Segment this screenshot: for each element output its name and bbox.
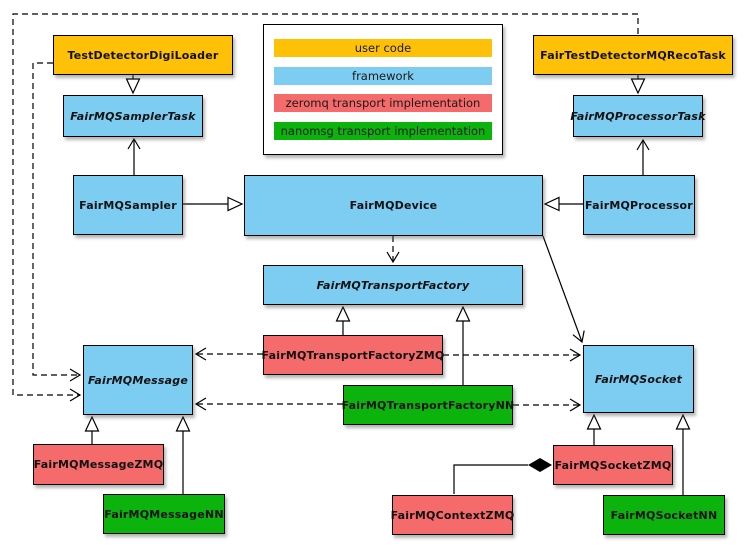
- node-fairmqsocketnn: FairMQSocketNN: [603, 495, 725, 535]
- edge-recotask-message: [12, 13, 639, 402]
- legend-item-user-code: user code: [274, 38, 492, 57]
- node-fairmqdevice: FairMQDevice: [244, 175, 543, 236]
- node-fairmqmessage: FairMQMessage: [83, 345, 193, 415]
- node-fairmqmessagenn: FairMQMessageNN: [103, 494, 225, 534]
- node-fairmqsampler: FairMQSampler: [73, 175, 183, 235]
- node-fairmqmessagezmq: FairMQMessageZMQ: [33, 444, 164, 485]
- node-fairmqtransportfactoryzmq: FairMQTransportFactoryZMQ: [262, 335, 444, 375]
- edge-contextzmq-socketzmq: [453, 464, 528, 494]
- node-fairmqcontextzmq: FairMQContextZMQ: [391, 495, 514, 535]
- node-fairmqprocessortask: FairMQProcessorTask: [570, 95, 705, 137]
- node-fairmqprocessor: FairMQProcessor: [583, 175, 695, 235]
- legend: user code framework zeromq transport imp…: [263, 24, 503, 155]
- node-fairtestdetectormqrecotask: FairTestDetectorMQRecoTask: [533, 35, 733, 75]
- legend-item-nanomsg: nanomsg transport implementation: [274, 122, 492, 141]
- edge-digiloader-message: [32, 62, 82, 382]
- node-fairmqsocketzmq: FairMQSocketZMQ: [553, 445, 673, 485]
- composition-diamond-icon: [528, 458, 552, 472]
- node-testdetectordigiloader: TestDetectorDigiLoader: [53, 35, 233, 75]
- legend-item-framework: framework: [274, 66, 492, 85]
- node-fairmqsamplertask: FairMQSamplerTask: [63, 95, 203, 137]
- node-fairmqsocket: FairMQSocket: [583, 345, 694, 413]
- legend-item-zeromq: zeromq transport implementation: [274, 94, 492, 113]
- node-fairmqtransportfactorynn: FairMQTransportFactoryNN: [342, 385, 514, 425]
- edge-device-socket: [542, 235, 585, 344]
- node-fairmqtransportfactory: FairMQTransportFactory: [263, 265, 523, 305]
